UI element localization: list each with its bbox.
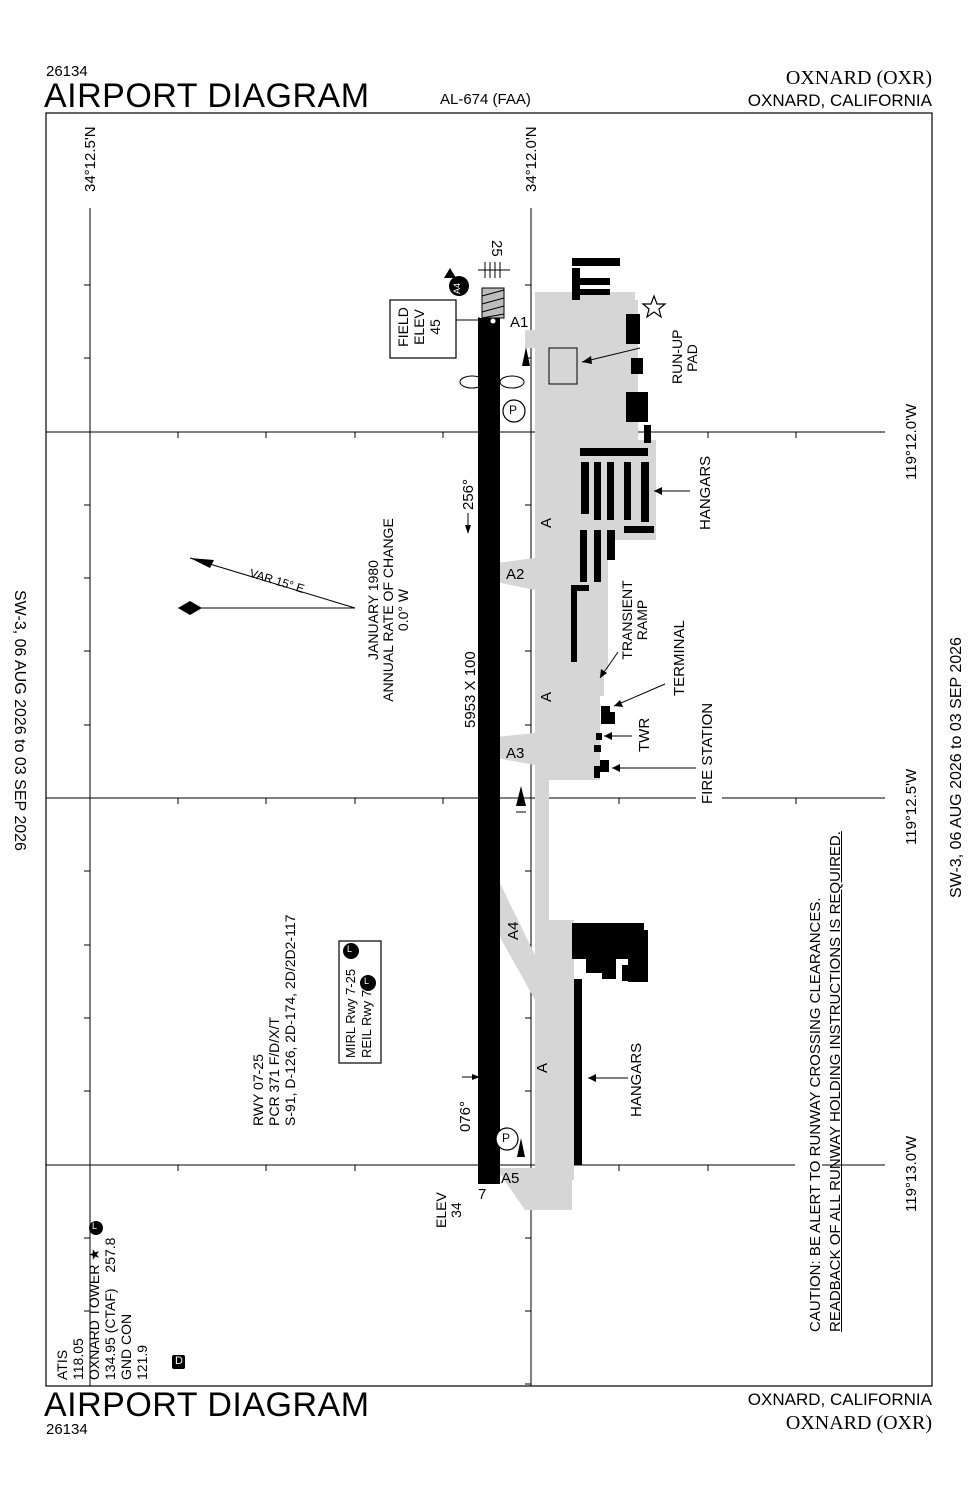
mag-change-text: JANUARY 1980 ANNUAL RATE OF CHANGE 0.0° … [365,518,411,702]
windcone-icon [459,375,525,389]
field-elev-box [389,299,457,359]
elev-label: ELEV 34 [433,1192,464,1228]
location-top: OXNARD, CALIFORNIA [747,91,932,110]
chart-number-bottom: 26134 [46,1421,88,1438]
lon-label-2: 119°12.5'W [903,768,920,845]
location-bottom: OXNARD, CALIFORNIA [747,1390,932,1409]
chart-frame [45,112,933,1387]
a4-badge [449,276,469,296]
chart-id: AL-674 (FAA) [440,91,531,108]
taxiway-a-3: A [534,1062,551,1073]
chart-number-top: 26134 [46,63,88,80]
transient-ramp-label: TRANSIENT RAMP [619,580,650,660]
page-title-top: AIRPORT DIAGRAM [44,77,370,115]
taxiway-a-2: A [538,691,555,702]
hangars-south-label: HANGARS [628,1042,645,1117]
lat-label-right: 34°12.0'N [523,126,540,192]
buildings [571,258,654,1165]
lighting-info-box [338,940,382,1064]
parking-north [502,399,526,423]
taxiway-a2: A2 [506,566,525,583]
approach-lights [478,262,510,278]
parking-south [495,1127,519,1151]
comms-frequencies: ATIS 118.05 OXNARD TOWER ★ 134.95 (CTAF)… [54,1237,150,1380]
threshold-marker [490,318,496,324]
taxiway-a5: A5 [501,1170,520,1187]
taxiway-system [496,292,656,1210]
d-badge-text: D [175,1355,183,1367]
tower-l-badge-text: L [92,1221,98,1231]
lights-badge-1-text: L [347,944,353,954]
beacon-icon [516,786,526,813]
lights-badge-2 [360,975,376,991]
fire-station-label: FIRE STATION [699,702,716,804]
d-badge [172,1355,185,1369]
grid-lines [46,208,885,1386]
hangars-north-label: HANGARS [697,455,714,530]
taxiway-a3: A3 [506,745,525,762]
parking-north-label: P [509,403,518,417]
run-up-pad [548,347,578,385]
lighting-info-text: MIRL Rwy 7-25 REIL Rwy 7 [343,968,374,1058]
taxiway-a1: A1 [510,314,529,331]
runway-07-25 [478,318,500,1184]
run-up-pad-label: RUN-UP PAD [669,329,700,384]
lon-label-3: 119°13.0'W [903,1135,920,1212]
heading-076: 076° [457,1100,474,1132]
page-title-bottom: AIRPORT DIAGRAM [44,1386,370,1424]
runway-info-text: RWY 07-25 PCR 371 F/D/X/T S-91, D-126, 2… [250,914,298,1126]
airport-name-bottom: OXNARD (OXR) [785,1412,932,1434]
lat-label-left: 34°12.5'N [82,126,99,192]
grid-ticks [84,284,797,1385]
label-leaders [178,347,696,1079]
twr-label: TWR [636,717,653,752]
a4-badge-text: A4 [452,282,462,294]
caution-note: CAUTION: BE ALERT TO RUNWAY CROSSING CLE… [807,831,844,1332]
hold-marker-south [517,1138,525,1157]
hold-marker-north [522,347,530,366]
terminal-label: TERMINAL [671,620,688,696]
taxiway-a4: A4 [505,921,522,940]
tower-l-badge [89,1221,103,1235]
runway-end-7: 7 [478,1186,487,1203]
runway-dimensions: 5953 X 100 [462,651,479,728]
heading-256: 256° [460,478,477,510]
field-elev-text: FIELD ELEV 45 [395,307,443,347]
lon-label-1: 119°12.0'W [903,403,920,480]
taxiway-a-1: A [538,517,555,528]
airport-name-top: OXNARD (OXR) [785,67,932,89]
lights-badge-1 [343,943,359,959]
lights-badge-2-text: L [364,976,370,986]
runway-end-25: 25 [488,240,505,257]
parking-south-label: P [502,1131,511,1145]
star-icon: ★ [86,1248,102,1261]
rotating-beacon-icon [641,294,667,319]
